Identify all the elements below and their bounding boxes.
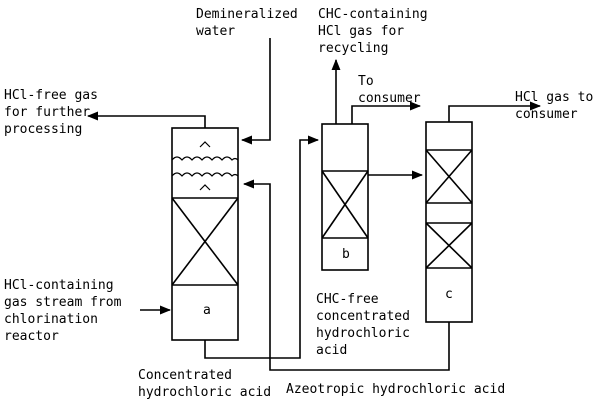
label-concentrated-acid: Concentrated hydrochloric acid: [138, 368, 271, 400]
column-c: c: [425, 121, 473, 323]
distributor-bottom: [199, 184, 211, 191]
distributor-top: [199, 141, 211, 148]
label-demineralized-water: Demineralized water: [196, 7, 306, 39]
label-chc-free-acid: CHC-free concentrated hydrochloric acid: [316, 292, 418, 358]
unit-label-a: a: [203, 303, 211, 318]
label-to-consumer: To consumer: [358, 74, 421, 106]
label-hcl-gas-to-consumer: HCl gas to consumer: [515, 90, 597, 122]
column-b: b: [321, 123, 369, 271]
unit-label-b: b: [342, 247, 350, 262]
label-chc-gas-recycling: CHC-containing HCl gas for recycling: [318, 7, 435, 56]
stream-to-consumer: [351, 101, 422, 124]
stream-demineralized-water: [240, 38, 271, 145]
tray-upper: [171, 156, 239, 161]
label-azeotropic-acid: Azeotropic hydrochloric acid: [286, 382, 505, 397]
stream-azeotropic-acid: [242, 179, 450, 371]
column-a: a: [171, 127, 239, 341]
label-feed-gas: HCl-containing gas stream from chlorinat…: [4, 278, 129, 344]
stream-hcl-gas-consumer: [448, 101, 542, 122]
stream-hcl-free-gas: [86, 111, 206, 128]
tray-lower: [171, 172, 239, 177]
label-hcl-free-gas: HCl-free gas for further processing: [4, 88, 106, 137]
stream-concentrated-acid: [204, 135, 320, 359]
unit-label-c: c: [445, 287, 453, 302]
